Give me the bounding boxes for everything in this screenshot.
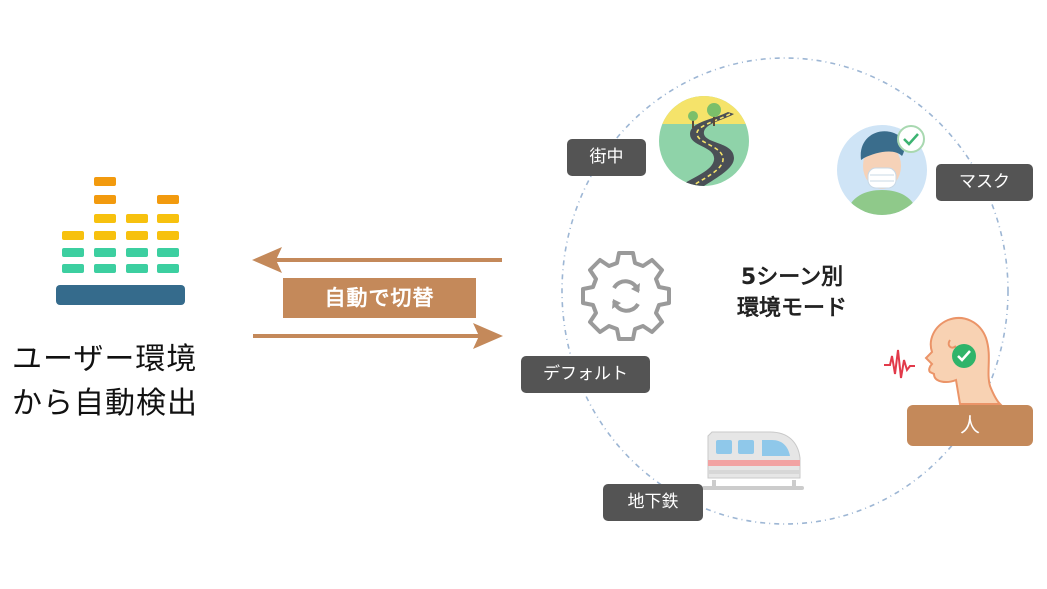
detection-title: ユーザー環境 から自動検出 — [12, 338, 198, 426]
scene-tag-mask: マスク — [936, 164, 1033, 201]
auto-switch-label: 自動で切替 — [283, 278, 476, 318]
scene-tag-subway: 地下鉄 — [603, 484, 703, 521]
scene-tag-default: デフォルト — [521, 356, 650, 393]
arrow-left-icon — [252, 247, 502, 273]
scene-circle — [561, 57, 1009, 525]
gear-icon — [581, 251, 671, 341]
scene-tag-street: 街中 — [567, 139, 646, 176]
mode-center-title: 5シーン別 環境モード — [712, 262, 872, 324]
road-icon — [659, 96, 749, 186]
detection-title-line2: から自動検出 — [12, 386, 198, 421]
mode-center-line2: 環境モード — [736, 296, 847, 321]
equalizer-icon — [56, 177, 185, 305]
masked-person-icon — [837, 125, 927, 215]
speaking-person-icon — [884, 317, 1003, 405]
mode-center-line1: 5シーン別 — [740, 265, 844, 290]
detection-title-line1: ユーザー環境 — [12, 342, 198, 377]
arrow-right-icon — [253, 323, 503, 349]
scene-tag-person: 人 — [907, 405, 1033, 446]
train-icon — [702, 431, 804, 490]
